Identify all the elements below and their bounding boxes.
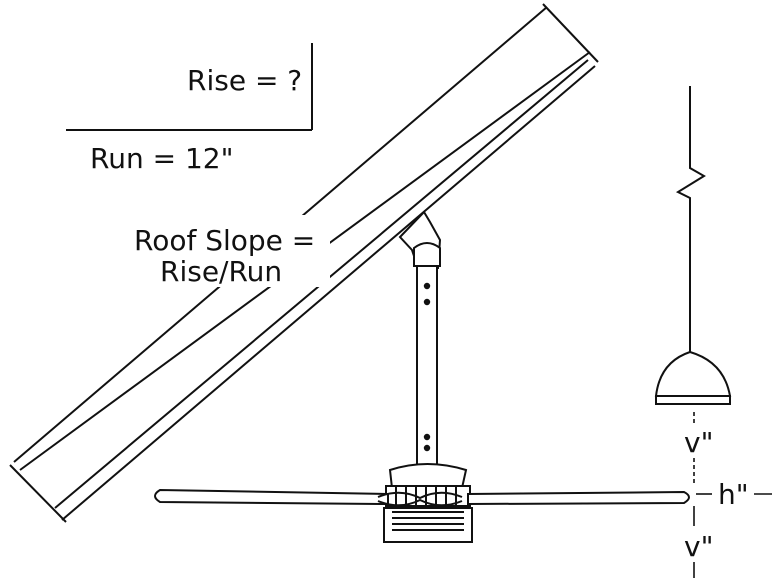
v-bottom-label: v" (684, 530, 713, 563)
v-top-label: v" (684, 426, 713, 459)
pendant-lamp-icon (654, 86, 732, 405)
downrod-pin-low2 (423, 444, 431, 452)
downrod-pin-mid (423, 298, 431, 306)
rise-label: Rise = ? (187, 64, 302, 97)
fan-blade-left (154, 488, 389, 506)
run-label: Run = 12" (90, 142, 233, 175)
h-label: h" (718, 478, 749, 511)
blade-iron-detail (377, 491, 463, 507)
slope-label-background (130, 215, 330, 287)
roof-beam-bottom-edge (61, 65, 596, 521)
break-line-icon (675, 160, 706, 206)
downrod-pin-top (423, 282, 431, 290)
rise-run-reference (66, 43, 313, 131)
pendant-shade (654, 350, 732, 397)
fan-blade-right (467, 490, 690, 506)
slope-label-line2: Rise/Run (160, 255, 282, 288)
ceiling-fan-icon (154, 210, 690, 543)
motor-coupler (388, 463, 468, 489)
switch-housing-lines (392, 511, 464, 531)
pendant-shade-rim (655, 395, 731, 405)
roof-beam-end-left (9, 464, 67, 523)
clearance-dimensions (693, 412, 772, 578)
slope-label-line1: Roof Slope = (134, 224, 315, 257)
downrod-pin-low1 (423, 433, 431, 441)
roof-beam-end-right (542, 3, 599, 63)
mount-swivel (413, 242, 441, 267)
